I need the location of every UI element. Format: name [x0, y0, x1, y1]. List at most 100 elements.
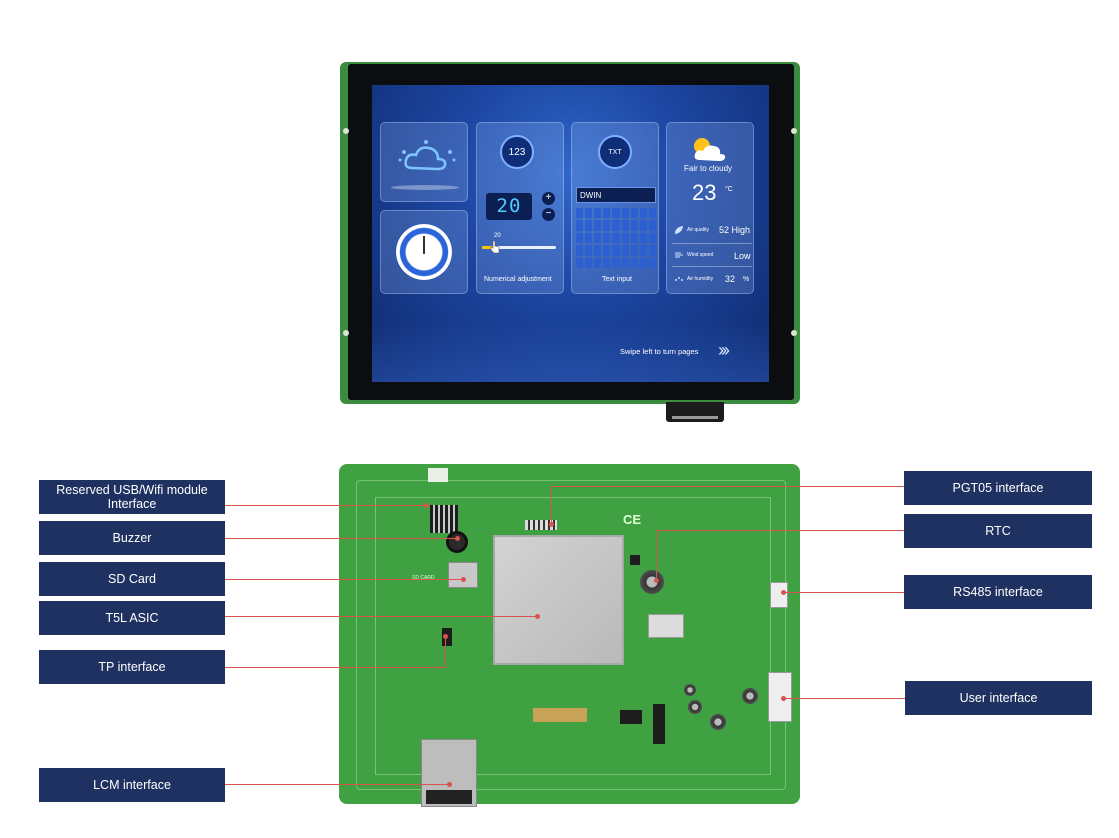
minus-button[interactable]: − — [542, 208, 555, 221]
keyboard-key[interactable] — [630, 257, 638, 268]
keyboard-key[interactable] — [576, 220, 584, 231]
leader-line — [225, 616, 537, 617]
keyboard-key[interactable] — [603, 257, 611, 268]
leader-line — [225, 667, 445, 668]
temperature-unit: °C — [725, 186, 733, 193]
keyboard-key[interactable] — [603, 220, 611, 231]
keyboard-key[interactable] — [630, 208, 638, 219]
keyboard-key[interactable] — [621, 208, 629, 219]
rtc-battery — [640, 570, 664, 594]
on-screen-keyboard[interactable] — [576, 208, 656, 268]
clock-hand — [423, 236, 425, 254]
leader-dot — [781, 696, 786, 701]
clock-icon — [396, 224, 452, 280]
numeric-icon: 123 — [500, 135, 534, 169]
keyboard-key[interactable] — [612, 245, 620, 256]
leader-dot — [424, 503, 429, 508]
antenna-pad — [428, 468, 448, 482]
humidity-value: 32 — [725, 274, 736, 284]
keyboard-key[interactable] — [648, 257, 656, 268]
board-inner-trace — [375, 497, 771, 775]
buzzer-component — [446, 531, 468, 553]
keyboard-key[interactable] — [585, 232, 593, 244]
keyboard-key[interactable] — [576, 208, 584, 219]
label-rtc: RTC — [904, 514, 1092, 548]
keyboard-key[interactable] — [612, 232, 620, 244]
keyboard-key[interactable] — [585, 257, 593, 268]
keyboard-key[interactable] — [594, 232, 602, 244]
leader-line — [783, 592, 904, 593]
keyboard-key[interactable] — [612, 220, 620, 231]
numeric-icon-text: 123 — [508, 146, 526, 158]
leader-dot — [535, 614, 540, 619]
keyboard-key[interactable] — [576, 245, 584, 256]
rtc-chip — [630, 555, 640, 565]
keyboard-key[interactable] — [594, 257, 602, 268]
keyboard-key[interactable] — [612, 257, 620, 268]
keyboard-key[interactable] — [639, 208, 647, 219]
keyboard-key[interactable] — [621, 245, 629, 256]
ic-chip — [620, 710, 642, 724]
swipe-arrows-icon[interactable]: ››› — [718, 340, 730, 360]
keyboard-key[interactable] — [621, 257, 629, 268]
keyboard-key[interactable] — [594, 220, 602, 231]
leader-line — [225, 784, 449, 785]
keyboard-key[interactable] — [585, 220, 593, 231]
keyboard-key[interactable] — [639, 245, 647, 256]
keyboard-key[interactable] — [621, 232, 629, 244]
fpc-cable — [666, 402, 724, 422]
keyboard-key[interactable] — [630, 220, 638, 231]
txt-file-icon: TXT — [598, 135, 632, 169]
keyboard-key[interactable] — [576, 232, 584, 244]
keyboard-key[interactable] — [639, 220, 647, 231]
keyboard-key[interactable] — [603, 208, 611, 219]
mount-hole — [343, 128, 349, 134]
leader-dot — [461, 577, 466, 582]
keyboard-key[interactable] — [621, 220, 629, 231]
capacitor — [684, 684, 696, 696]
leaf-icon — [675, 226, 683, 234]
wind-speed-value: Low — [734, 251, 751, 261]
leader-line — [783, 698, 905, 699]
keyboard-key[interactable] — [612, 208, 620, 219]
sd-silkscreen: SD CARD — [412, 575, 435, 581]
keyboard-key[interactable] — [585, 245, 593, 256]
swipe-hint: Swipe left to turn pages — [620, 347, 699, 356]
label-lcm-interface: LCM interface — [39, 768, 225, 802]
keyboard-key[interactable] — [585, 208, 593, 219]
keyboard-key[interactable] — [576, 257, 584, 268]
keyboard-key[interactable] — [594, 245, 602, 256]
slider-fill — [482, 246, 494, 249]
leader-dot — [455, 536, 460, 541]
keyboard-key[interactable] — [639, 257, 647, 268]
weather-condition: Fair to cloudy — [684, 164, 733, 173]
wind-speed-label: Wind speed — [687, 252, 714, 258]
keyboard-key[interactable] — [594, 208, 602, 219]
text-input-field[interactable]: DWIN — [576, 187, 656, 203]
partly-cloudy-icon — [694, 138, 726, 161]
numeric-display: 20 — [486, 193, 532, 220]
label-sd-card: SD Card — [39, 562, 225, 596]
text-input-caption: Text input — [602, 276, 632, 283]
leader-dot — [654, 578, 659, 583]
keyboard-key[interactable] — [648, 245, 656, 256]
leader-line — [656, 530, 904, 531]
leader-dot — [443, 634, 448, 639]
label-user-interface: User interface — [905, 681, 1092, 715]
keyboard-key[interactable] — [648, 232, 656, 244]
keyboard-key[interactable] — [639, 232, 647, 244]
label-tp-interface: TP interface — [39, 650, 225, 684]
plus-button[interactable]: + — [542, 192, 555, 205]
usb-header-pads — [430, 505, 458, 533]
keyboard-key[interactable] — [648, 220, 656, 231]
keyboard-key[interactable] — [630, 232, 638, 244]
keyboard-key[interactable] — [603, 245, 611, 256]
fpc-socket — [533, 708, 587, 722]
keyboard-key[interactable] — [603, 232, 611, 244]
keyboard-key[interactable] — [630, 245, 638, 256]
mount-hole — [791, 330, 797, 336]
value-slider[interactable] — [482, 246, 556, 249]
temperature-value: 23 — [692, 180, 717, 205]
keyboard-key[interactable] — [648, 208, 656, 219]
card-glow — [391, 185, 459, 190]
